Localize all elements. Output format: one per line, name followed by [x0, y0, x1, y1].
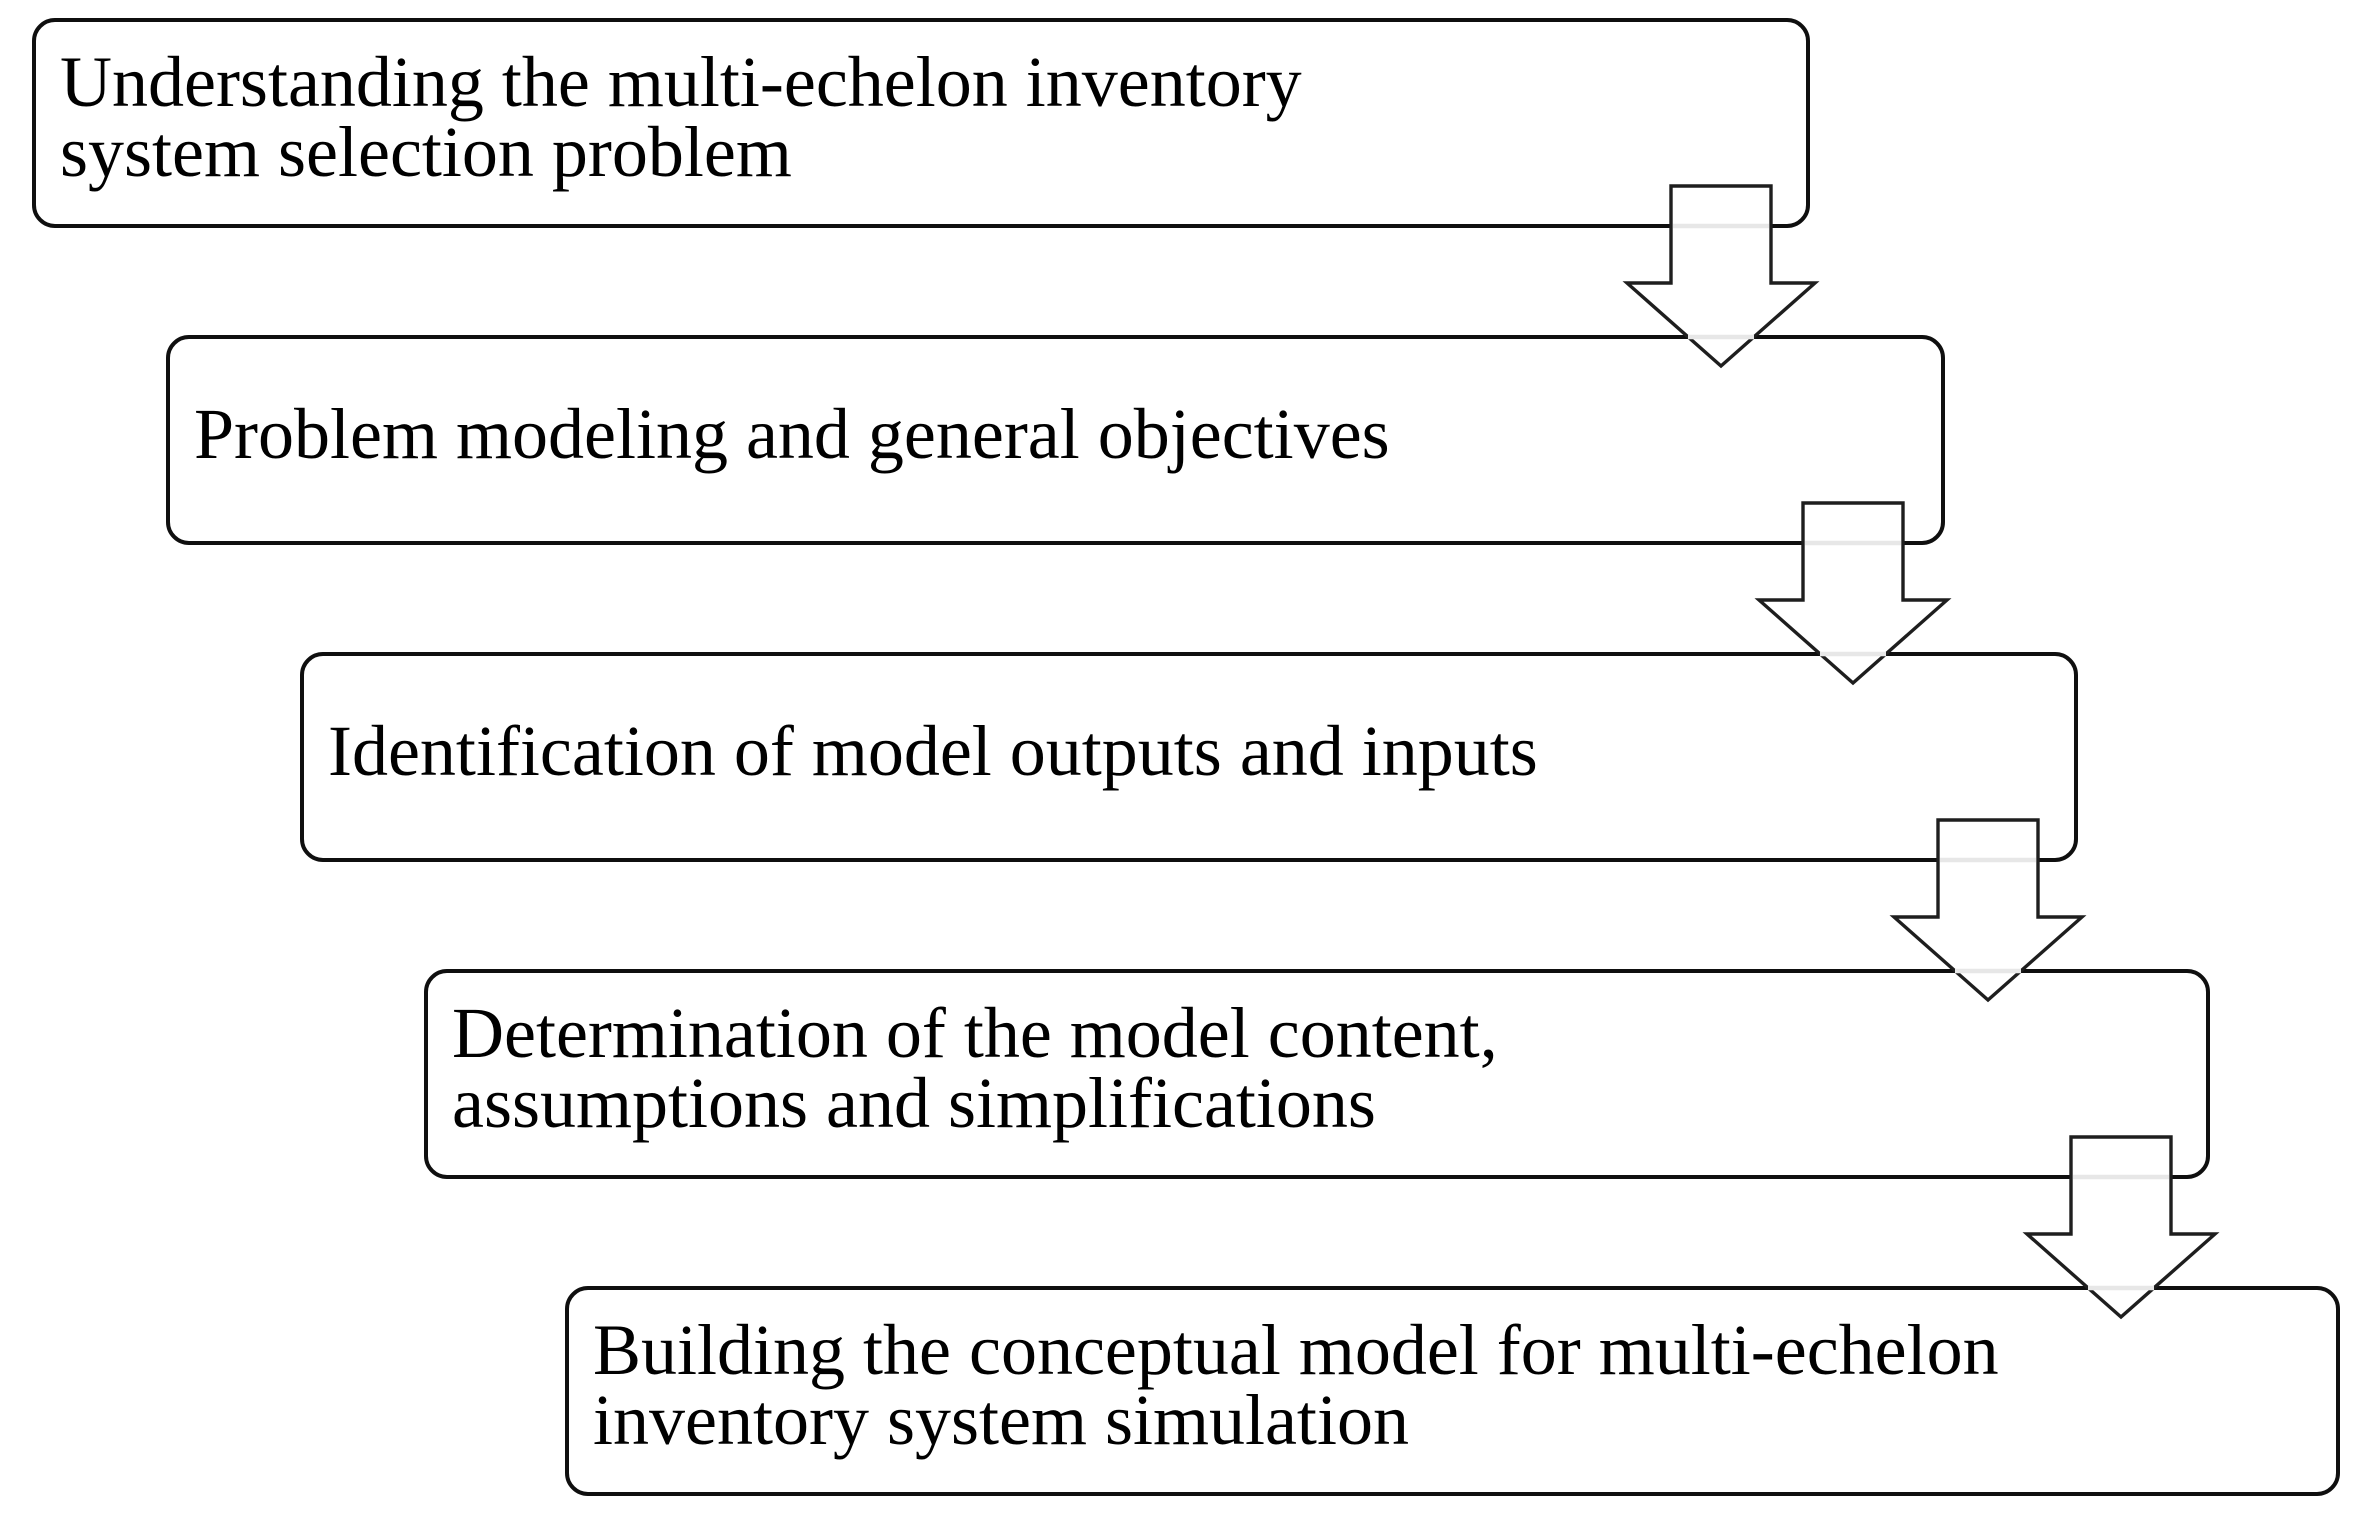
flow-step-box-3: Identification of model outputs and inpu… — [300, 652, 2078, 862]
flow-step-box-2: Problem modeling and general objectives — [166, 335, 1945, 545]
flow-step-5-label: Building the conceptual model for multi-… — [593, 1310, 1999, 1460]
flow-step-box-4: Determination of the model content, assu… — [424, 969, 2210, 1179]
flow-step-4-label: Determination of the model content, assu… — [452, 993, 1498, 1143]
flow-step-3-label: Identification of model outputs and inpu… — [328, 711, 1538, 792]
flow-step-2-label: Problem modeling and general objectives — [194, 394, 1390, 475]
flow-step-1-label: Understanding the multi-echelon inventor… — [60, 42, 1302, 192]
flow-step-box-1: Understanding the multi-echelon inventor… — [32, 18, 1810, 228]
flow-step-box-5: Building the conceptual model for multi-… — [565, 1286, 2340, 1496]
